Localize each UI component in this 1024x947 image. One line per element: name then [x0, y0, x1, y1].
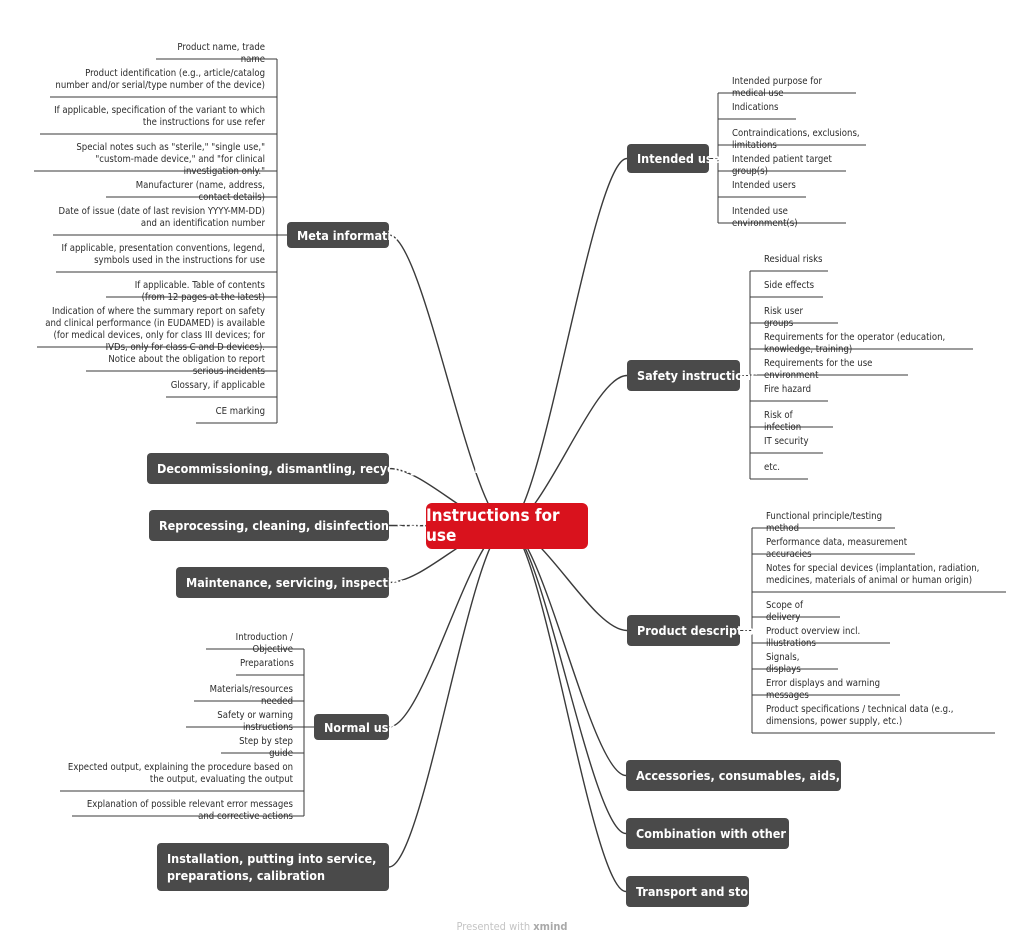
meta-subtopic[interactable]: Product identification (e.g., article/ca…: [55, 68, 265, 91]
product-subtopic[interactable]: Signals, displays: [766, 652, 801, 675]
safety-subtopic[interactable]: IT security: [764, 436, 809, 447]
normal-subtopic[interactable]: Preparations: [240, 658, 294, 669]
connector-intended: [506, 157, 628, 527]
normal-subtopic[interactable]: Materials/resources needed: [209, 684, 293, 707]
normal-subtopic[interactable]: Introduction / Objective: [235, 632, 293, 655]
normal-subtopic[interactable]: Expected output, explaining the procedur…: [67, 762, 293, 785]
footer-prefix: Presented with: [456, 920, 531, 933]
topic-product[interactable]: Product description: [627, 615, 762, 646]
product-subtopic[interactable]: Scope of delivery: [766, 600, 803, 623]
normal-subtopic[interactable]: Safety or warning instructions: [217, 710, 293, 733]
connector-combination: [506, 525, 627, 835]
product-subtopic[interactable]: Notes for special devices (implantation,…: [766, 563, 980, 586]
footer-credit: Presented with xmind: [0, 920, 1024, 933]
connector-accessories: [506, 525, 627, 777]
product-subtopic[interactable]: Product specifications / technical data …: [766, 704, 954, 727]
safety-subtopic[interactable]: Risk user groups: [764, 306, 804, 329]
product-subtopic[interactable]: Functional principle/testing method: [766, 511, 883, 534]
safety-subtopic[interactable]: Risk of infection: [764, 410, 802, 433]
meta-subtopic[interactable]: If applicable, specification of the vari…: [54, 105, 265, 128]
topic-intended[interactable]: Intended use: [627, 144, 720, 173]
intended-subtopic[interactable]: Contraindications, exclusions, limitatio…: [732, 128, 860, 151]
meta-subtopic[interactable]: If applicable. Table of contents (from 1…: [134, 280, 265, 303]
topic-transport[interactable]: Transport and storage: [626, 876, 777, 907]
intended-subtopic[interactable]: Indications: [732, 102, 779, 113]
safety-subtopic[interactable]: Fire hazard: [764, 384, 812, 395]
topic-normal[interactable]: Normal use: [314, 714, 396, 740]
intended-subtopic[interactable]: Intended use environment(s): [732, 206, 798, 229]
intended-subtopic[interactable]: Intended patient target group(s): [732, 154, 832, 177]
topic-accessories[interactable]: Accessories, consumables, aids, spare pa…: [626, 760, 917, 791]
topic-safety[interactable]: Safety instructions: [627, 360, 758, 391]
product-subtopic[interactable]: Performance data, measurement accuracies: [766, 537, 908, 560]
safety-subtopic[interactable]: Requirements for the operator (education…: [764, 332, 946, 355]
meta-subtopic[interactable]: Date of issue (date of last revision YYY…: [58, 206, 265, 229]
topic-installation[interactable]: Installation, putting into service, prep…: [157, 843, 389, 891]
safety-subtopic[interactable]: etc.: [764, 462, 781, 473]
normal-subtopic[interactable]: Explanation of possible relevant error m…: [86, 799, 293, 822]
xmind-logo: xmind: [533, 920, 568, 933]
topic-meta[interactable]: Meta information: [287, 222, 407, 248]
topic-maintenance[interactable]: Maintenance, servicing, inspection, test…: [176, 567, 461, 598]
topic-combination[interactable]: Combination with other devices: [626, 818, 838, 849]
normal-subtopic[interactable]: Step by step guide: [239, 736, 293, 759]
central-topic[interactable]: Instructions for use: [426, 503, 588, 549]
safety-subtopic[interactable]: Residual risks: [764, 254, 823, 265]
meta-subtopic[interactable]: Indication of where the summary report o…: [45, 306, 265, 353]
meta-subtopic[interactable]: Glossary, if applicable: [170, 380, 265, 391]
meta-subtopic[interactable]: Product name, trade name: [177, 42, 265, 65]
connector-meta: [388, 234, 508, 527]
intended-subtopic[interactable]: Intended purpose for medical use: [732, 76, 822, 99]
intended-subtopic[interactable]: Intended users: [732, 180, 796, 191]
meta-subtopic[interactable]: Notice about the obligation to report se…: [108, 354, 265, 377]
connector-transport: [506, 525, 627, 893]
topic-decommissioning[interactable]: Decommissioning, dismantling, recycling,…: [147, 453, 478, 484]
safety-subtopic[interactable]: Side effects: [764, 280, 815, 291]
topic-reprocessing[interactable]: Reprocessing, cleaning, disinfection, st…: [149, 510, 473, 541]
meta-subtopic[interactable]: If applicable, presentation conventions,…: [61, 243, 265, 266]
product-subtopic[interactable]: Error displays and warning messages: [766, 678, 881, 701]
meta-subtopic[interactable]: CE marking: [215, 406, 265, 417]
safety-subtopic[interactable]: Requirements for the use environment: [764, 358, 873, 381]
meta-subtopic[interactable]: Special notes such as "sterile," "single…: [76, 142, 265, 177]
meta-subtopic[interactable]: Manufacturer (name, address, contact det…: [135, 180, 265, 203]
product-subtopic[interactable]: Product overview incl. illustrations: [766, 626, 861, 649]
